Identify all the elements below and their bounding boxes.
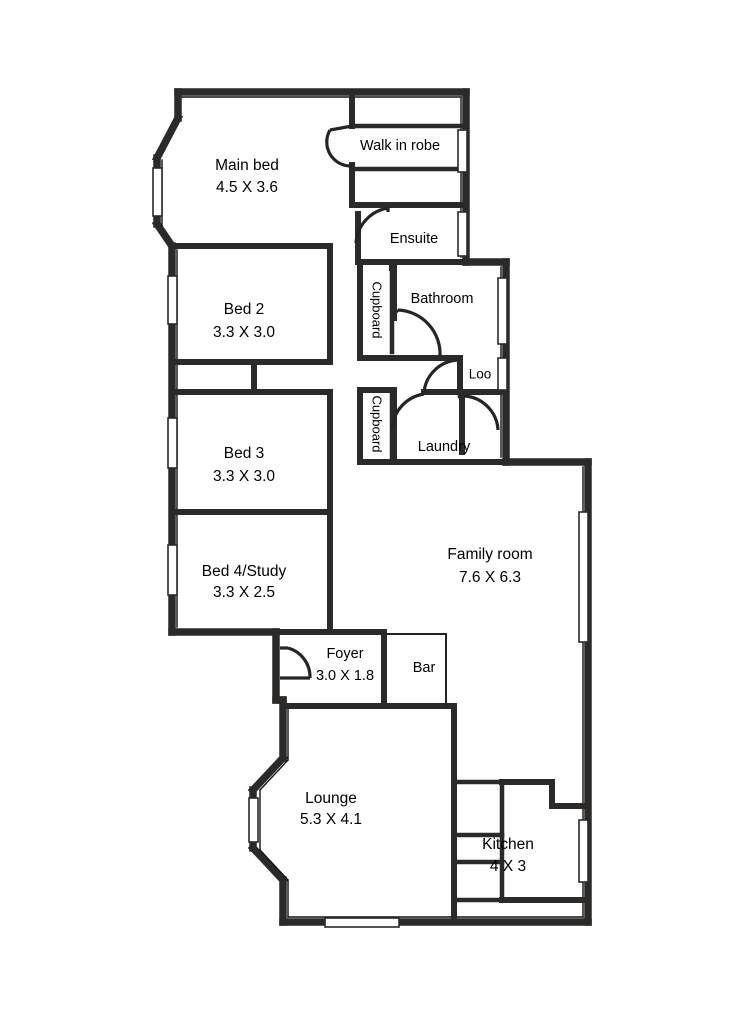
dim-bed-2: 3.3 X 3.0 xyxy=(213,324,275,341)
dim-family-room: 7.6 X 6.3 xyxy=(459,569,521,586)
door-front xyxy=(280,646,312,680)
label-cupboard-1: Cupboard xyxy=(370,281,385,338)
label-bar: Bar xyxy=(413,660,436,676)
dim-kitchen: 4 X 3 xyxy=(490,858,526,875)
dim-foyer: 3.0 X 1.8 xyxy=(316,668,374,684)
win-family-right xyxy=(578,511,589,643)
dim-lounge: 5.3 X 4.1 xyxy=(300,811,362,828)
door-bathroom xyxy=(394,308,442,357)
label-cupboard-2: Cupboard xyxy=(370,395,385,452)
label-main-bed: Main bed xyxy=(215,157,279,174)
label-loo: Loo xyxy=(469,367,492,382)
door-walk-in-robe xyxy=(325,124,353,168)
dim-main-bed: 4.5 X 3.6 xyxy=(216,179,278,196)
door-ensuite xyxy=(354,206,390,244)
label-laundry: Laundry xyxy=(418,439,471,455)
win-bathroom xyxy=(497,277,508,345)
label-ensuite: Ensuite xyxy=(390,231,438,247)
door-laundry-ext xyxy=(463,394,500,431)
label-kitchen: Kitchen xyxy=(482,836,534,853)
win-bed-2 xyxy=(167,275,178,325)
door-laundry xyxy=(390,392,425,429)
win-ensuite-right xyxy=(457,211,468,257)
win-bed-3 xyxy=(167,417,178,469)
exterior-wall-inner-line xyxy=(161,96,584,918)
dim-bed-3: 3.3 X 3.0 xyxy=(213,468,275,485)
label-bathroom: Bathroom xyxy=(411,291,474,307)
label-bed-3: Bed 3 xyxy=(224,445,265,462)
dim-bed-4-study: 3.3 X 2.5 xyxy=(213,584,275,601)
exterior-walls xyxy=(151,88,592,926)
label-foyer: Foyer xyxy=(326,646,363,662)
label-bed-4-study: Bed 4/Study xyxy=(202,563,287,580)
win-robe-right xyxy=(457,129,468,173)
win-kitchen-right xyxy=(578,819,589,883)
win-loo xyxy=(497,357,508,391)
label-walk-in-robe: Walk in robe xyxy=(360,138,440,154)
win-lounge-bottom xyxy=(324,917,400,928)
interior-walls xyxy=(169,89,586,925)
label-family-room: Family room xyxy=(447,546,532,563)
door-loo xyxy=(422,358,459,393)
windows-layer xyxy=(152,129,589,928)
win-main-bed-bay xyxy=(152,167,163,217)
label-bed-2: Bed 2 xyxy=(224,301,265,318)
doors-layer xyxy=(280,124,500,680)
win-lounge-bay xyxy=(248,797,259,843)
label-lounge: Lounge xyxy=(305,790,357,807)
room-labels: Main bed 4.5 X 3.6 Walk in robe Ensuite … xyxy=(202,138,534,875)
win-bed-4 xyxy=(167,544,178,596)
